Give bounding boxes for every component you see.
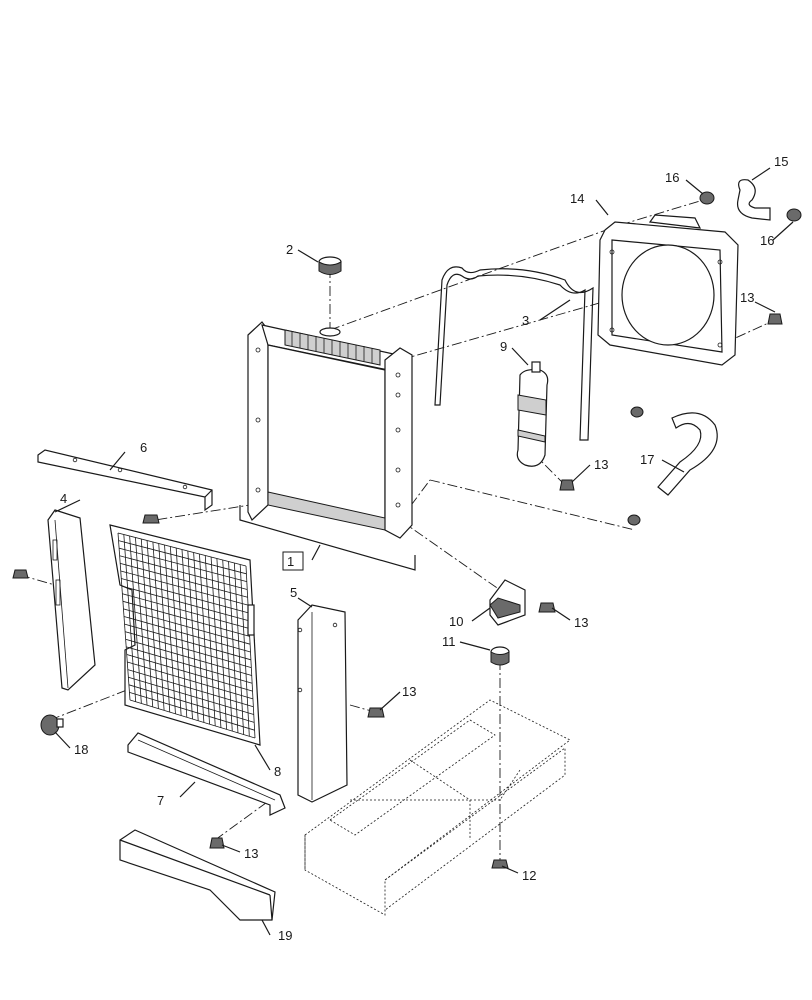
callout-6: 6 xyxy=(140,440,147,455)
callout-19: 19 xyxy=(278,928,292,943)
callout-9: 9 xyxy=(500,339,507,354)
callout-16-right: 16 xyxy=(760,233,774,248)
callout-17: 17 xyxy=(640,452,654,467)
callout-2: 2 xyxy=(286,242,293,257)
frame-reference xyxy=(304,699,571,916)
callout-13-bracket: 13 xyxy=(244,846,258,861)
callout-18: 18 xyxy=(74,742,88,757)
callout-13-shroud: 13 xyxy=(740,290,754,305)
screen-knob xyxy=(40,714,64,736)
top-bracket xyxy=(37,449,213,512)
callout-10: 10 xyxy=(449,614,463,629)
callout-13-mount: 13 xyxy=(574,615,588,630)
callout-12: 12 xyxy=(522,868,536,883)
radiator xyxy=(247,321,413,539)
overflow-bottle xyxy=(516,361,549,467)
hose-clamp-upper-left xyxy=(699,191,715,205)
callout-15: 15 xyxy=(774,154,788,169)
bolts-13 xyxy=(12,313,783,849)
hose-clamp-upper-right xyxy=(786,208,802,222)
callout-8: 8 xyxy=(274,764,281,779)
radiator-group-bracket xyxy=(239,505,416,571)
lower-hose xyxy=(627,406,718,526)
callout-11: 11 xyxy=(442,634,456,649)
callout-leaders xyxy=(54,167,794,936)
callout-1: 1 xyxy=(287,554,294,569)
callout-labels: 1 2 3 4 6 5 7 8 9 10 11 12 13 13 13 13 1… xyxy=(60,154,788,943)
foam-block xyxy=(119,829,276,921)
callout-16-left: 16 xyxy=(665,170,679,185)
nut-12 xyxy=(491,859,509,869)
screen xyxy=(109,524,261,746)
bottom-bracket xyxy=(127,732,286,816)
callout-4: 4 xyxy=(60,491,67,506)
radiator-mount xyxy=(489,579,526,626)
fan-shroud xyxy=(597,214,739,366)
callout-13-bottle: 13 xyxy=(594,457,608,472)
callout-7: 7 xyxy=(157,793,164,808)
rubber-isolator xyxy=(490,646,510,666)
callout-1-box xyxy=(282,551,304,571)
upper-hose xyxy=(736,179,771,221)
callout-14: 14 xyxy=(570,191,584,206)
seal-strip xyxy=(434,266,594,441)
callout-3: 3 xyxy=(522,313,529,328)
right-side-panel xyxy=(297,604,348,803)
callout-5: 5 xyxy=(290,585,297,600)
callout-13-panel: 13 xyxy=(402,684,416,699)
left-side-panel xyxy=(47,509,96,691)
radiator-cap xyxy=(318,256,342,275)
